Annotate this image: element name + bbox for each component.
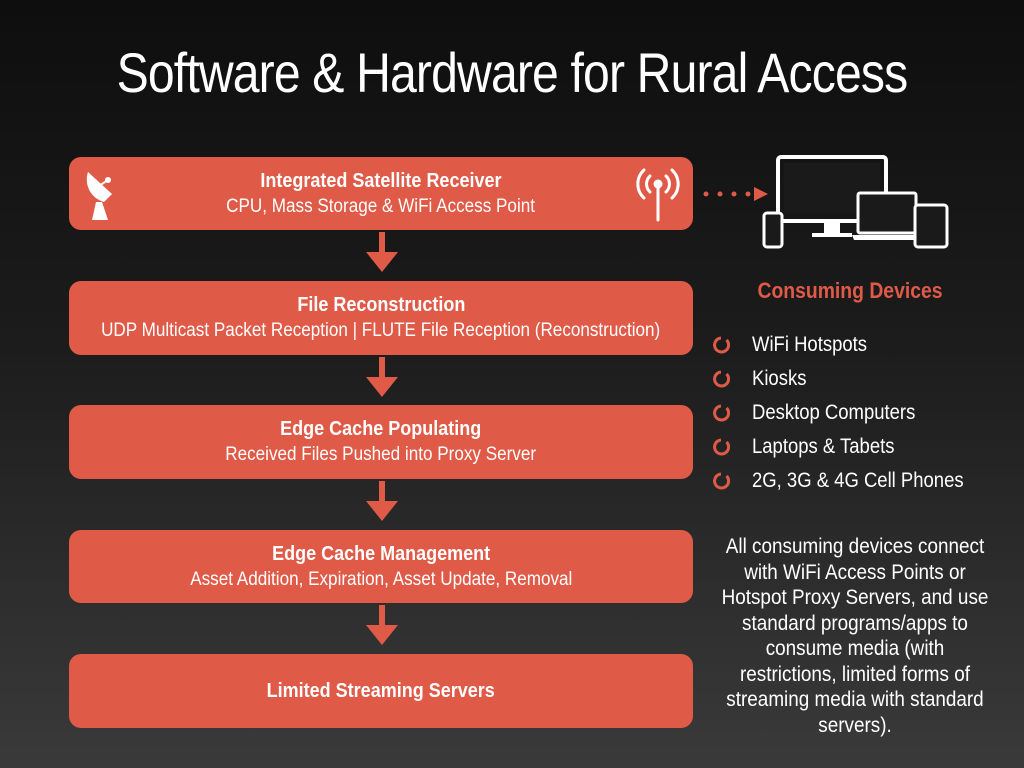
ring-bullet-icon: [713, 472, 730, 490]
ring-bullet-icon: [713, 370, 730, 388]
list-item: WiFi Hotspots: [712, 328, 992, 362]
consuming-devices-list: WiFi Hotspots Kiosks Desktop Computers L…: [712, 328, 992, 498]
flow-step-title: Edge Cache Populating: [280, 418, 482, 440]
dotted-arrow-icon: [703, 187, 768, 201]
flow-step-satellite-receiver: Integrated Satellite Receiver CPU, Mass …: [69, 157, 693, 230]
flow-arrow-2: [366, 357, 398, 397]
flow-arrow-3: [366, 481, 398, 521]
tablet-icon: [913, 203, 949, 249]
list-item: Kiosks: [712, 362, 992, 396]
flow-step-subtitle: Asset Addition, Expiration, Asset Update…: [189, 568, 573, 590]
ring-bullet-icon: [713, 336, 730, 354]
flow-step-subtitle: Received Files Pushed into Proxy Server: [225, 444, 537, 465]
flow-step-title: File Reconstruction: [296, 294, 466, 316]
flow-step-edge-cache-populating: Edge Cache Populating Received Files Pus…: [69, 405, 693, 479]
flow-step-edge-cache-management: Edge Cache Management Asset Addition, Ex…: [69, 530, 693, 603]
consuming-devices-description: All consuming devices connect with WiFi …: [721, 535, 989, 737]
ring-bullet-icon: [713, 404, 730, 422]
flow-step-limited-streaming-servers: Limited Streaming Servers: [69, 654, 693, 728]
flow-arrow-4: [366, 605, 398, 645]
flow-step-title: Integrated Satellite Receiver: [260, 169, 502, 192]
flow-step-title: Limited Streaming Servers: [266, 680, 496, 702]
flow-step-subtitle: UDP Multicast Packet Reception | FLUTE F…: [101, 320, 661, 341]
flow-arrow-1: [366, 232, 398, 272]
flow-step-title: Edge Cache Management: [271, 542, 491, 565]
laptop-icon: [852, 191, 922, 240]
flow-step-subtitle: CPU, Mass Storage & WiFi Access Point: [226, 195, 536, 217]
devices-illustration: [762, 155, 949, 249]
consuming-devices-heading: Consuming Devices: [757, 278, 943, 303]
flow-step-file-reconstruction: File Reconstruction UDP Multicast Packet…: [69, 281, 693, 355]
list-item: Desktop Computers: [712, 396, 992, 430]
wifi-antenna-icon: [636, 168, 680, 222]
list-item: Laptops & Tabets: [712, 430, 992, 464]
ring-bullet-icon: [713, 438, 730, 456]
phone-icon: [762, 211, 784, 249]
list-item: 2G, 3G & 4G Cell Phones: [712, 464, 992, 498]
page-title: Software & Hardware for Rural Access: [116, 41, 909, 104]
satellite-dish-icon: [86, 172, 112, 220]
